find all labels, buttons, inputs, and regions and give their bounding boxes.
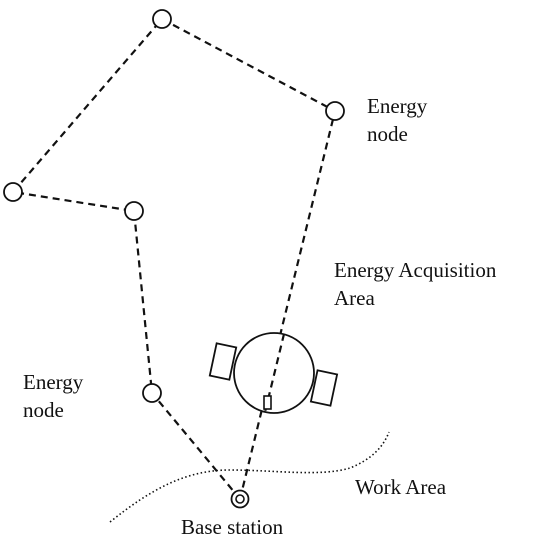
base-station-icon: [230, 489, 250, 509]
energy-acquisition-area-label-line1: Energy Acquisition: [334, 258, 497, 282]
energy-node-label-upper-line1: Energy: [367, 94, 428, 118]
robot-antenna: [263, 395, 272, 410]
energy-node-lower-left: [142, 383, 162, 403]
energy-node-label-upper: Energy node: [367, 92, 427, 148]
energy-node-upper-right: [325, 101, 345, 121]
energy-node-label-upper-line2: node: [367, 122, 408, 146]
work-area-label: Work Area: [355, 475, 447, 499]
tour-path: [10, 17, 337, 500]
energy-node-top: [152, 9, 172, 29]
energy-node-label-lower-line2: node: [23, 398, 64, 422]
energy-node-far-left: [3, 182, 23, 202]
energy-node-middle: [124, 201, 144, 221]
energy-node-label-lower-line1: Energy: [23, 370, 84, 394]
base-station-label: Base station: [181, 515, 284, 539]
energy-acquisition-area-label-line2: Area: [334, 286, 375, 310]
work-area-boundary: [109, 431, 390, 523]
robot-icon: [208, 332, 339, 414]
energy-node-label-lower: Energy node: [23, 368, 83, 424]
energy-acquisition-area-label: Energy Acquisition Area: [334, 256, 496, 312]
